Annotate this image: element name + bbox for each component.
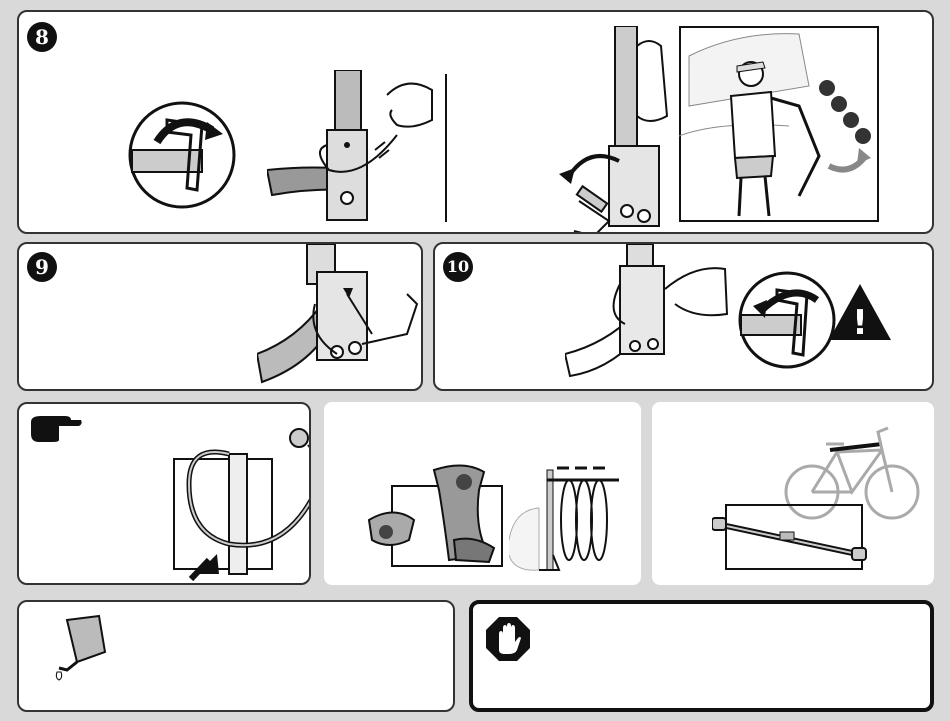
cradle-parts-illustration [364, 460, 514, 572]
step-10-panel: 10 ! [433, 242, 934, 391]
warning-triangle-icon: ! [827, 282, 893, 342]
step-10-badge: 10 [443, 252, 473, 282]
rack-with-bikes-illustration [509, 460, 629, 580]
mast-lever-illustration [549, 26, 689, 234]
stop-hand-icon [485, 616, 531, 662]
mast-pin-removal-illustration [267, 70, 437, 225]
adapter-bar-panel [652, 402, 934, 585]
cable-lock-illustration [169, 424, 309, 584]
person-tilting-rack-illustration [679, 26, 879, 222]
pin-insertion-illustration [257, 244, 423, 391]
step-8-badge: 8 [27, 22, 57, 52]
clip-locking-illustration [565, 244, 735, 391]
clip-rotation-zoom-illustration [127, 100, 237, 210]
adapter-bar-illustration [712, 502, 872, 572]
cable-lock-panel [17, 402, 311, 585]
cradle-parts-panel [324, 402, 641, 585]
oil-can-icon [49, 612, 109, 692]
step-9-badge: 9 [27, 252, 57, 282]
divider-line [445, 74, 447, 222]
step-8-panel: 8 [17, 10, 934, 234]
step-9-panel: 9 [17, 242, 423, 391]
pointing-hand-icon [29, 414, 83, 444]
warning-symbol: ! [852, 303, 868, 342]
clip-rotation-zoom-illustration-2 [737, 270, 837, 370]
stop-warning-panel [469, 600, 934, 712]
lubrication-panel [17, 600, 455, 712]
